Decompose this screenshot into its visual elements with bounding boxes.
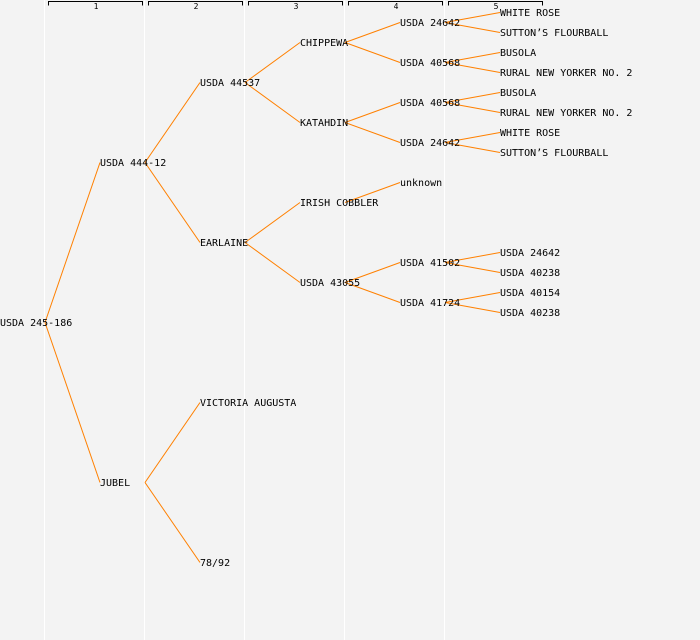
pedigree-link bbox=[244, 82, 301, 123]
pedigree-link bbox=[44, 162, 101, 323]
pedigree-link bbox=[344, 102, 401, 123]
pedigree-node[interactable]: SUTTON’S FLOURBALL bbox=[500, 148, 608, 159]
pedigree-link bbox=[244, 242, 301, 283]
generation-bracket bbox=[448, 1, 543, 6]
pedigree-link bbox=[444, 132, 501, 143]
pedigree-link bbox=[344, 42, 401, 63]
pedigree-node[interactable]: USDA 41724 bbox=[400, 298, 460, 309]
pedigree-node[interactable]: BUSOLA bbox=[500, 48, 536, 59]
pedigree-node[interactable]: RURAL NEW YORKER NO. 2 bbox=[500, 68, 632, 79]
generation-bracket bbox=[48, 1, 143, 6]
pedigree-link bbox=[144, 482, 201, 563]
generation-label: 4 bbox=[394, 2, 399, 11]
generation-label: 5 bbox=[494, 2, 499, 11]
pedigree-link bbox=[344, 22, 401, 43]
pedigree-link bbox=[344, 282, 401, 303]
pedigree-node[interactable]: WHITE ROSE bbox=[500, 8, 560, 19]
pedigree-node[interactable]: RURAL NEW YORKER NO. 2 bbox=[500, 108, 632, 119]
pedigree-link bbox=[444, 92, 501, 103]
pedigree-node[interactable]: EARLAINE bbox=[200, 238, 248, 249]
pedigree-node[interactable]: USDA 24642 bbox=[400, 18, 460, 29]
generation-label: 1 bbox=[94, 2, 99, 11]
pedigree-node[interactable]: KATAHDIN bbox=[300, 118, 348, 129]
pedigree-node[interactable]: SUTTON’S FLOURBALL bbox=[500, 28, 608, 39]
pedigree-node[interactable]: USDA 24642 bbox=[400, 138, 460, 149]
generation-label: 3 bbox=[294, 2, 299, 11]
generation-label: 2 bbox=[194, 2, 199, 11]
generation-bracket bbox=[248, 1, 343, 6]
pedigree-node[interactable]: USDA 245-186 bbox=[0, 318, 72, 329]
pedigree-link bbox=[444, 52, 501, 63]
pedigree-link bbox=[344, 262, 401, 283]
pedigree-node[interactable]: USDA 24642 bbox=[500, 248, 560, 259]
pedigree-node[interactable]: unknown bbox=[400, 178, 442, 189]
pedigree-node[interactable]: USDA 40568 bbox=[400, 58, 460, 69]
pedigree-link bbox=[444, 62, 501, 73]
pedigree-link bbox=[444, 12, 501, 23]
pedigree-link bbox=[444, 142, 501, 153]
pedigree-link bbox=[144, 82, 201, 163]
pedigree-link bbox=[144, 402, 201, 483]
pedigree-node[interactable]: 78/92 bbox=[200, 558, 230, 569]
pedigree-node[interactable]: USDA 444-12 bbox=[100, 158, 166, 169]
pedigree-node[interactable]: USDA 43055 bbox=[300, 278, 360, 289]
pedigree-node[interactable]: IRISH COBBLER bbox=[300, 198, 379, 209]
pedigree-link bbox=[444, 252, 501, 263]
pedigree-link bbox=[244, 42, 301, 83]
pedigree-link bbox=[444, 292, 501, 303]
pedigree-node[interactable]: USDA 40568 bbox=[400, 98, 460, 109]
generation-bracket bbox=[148, 1, 243, 6]
pedigree-link bbox=[444, 102, 501, 113]
pedigree-link bbox=[44, 322, 101, 483]
pedigree-node[interactable]: USDA 41502 bbox=[400, 258, 460, 269]
pedigree-link bbox=[344, 182, 401, 203]
pedigree-node[interactable]: WHITE ROSE bbox=[500, 128, 560, 139]
pedigree-node[interactable]: CHIPPEWA bbox=[300, 38, 348, 49]
pedigree-node[interactable]: USDA 40154 bbox=[500, 288, 560, 299]
generation-bracket bbox=[348, 1, 443, 6]
pedigree-link bbox=[444, 262, 501, 273]
pedigree-node[interactable]: USDA 40238 bbox=[500, 308, 560, 319]
pedigree-node[interactable]: USDA 40238 bbox=[500, 268, 560, 279]
pedigree-link bbox=[344, 122, 401, 143]
pedigree-node[interactable]: USDA 44537 bbox=[200, 78, 260, 89]
pedigree-link bbox=[444, 22, 501, 33]
pedigree-link bbox=[244, 202, 301, 243]
pedigree-node[interactable]: JUBEL bbox=[100, 478, 130, 489]
pedigree-node[interactable]: VICTORIA AUGUSTA bbox=[200, 398, 296, 409]
pedigree-node[interactable]: BUSOLA bbox=[500, 88, 536, 99]
pedigree-link bbox=[444, 302, 501, 313]
pedigree-link bbox=[144, 162, 201, 243]
